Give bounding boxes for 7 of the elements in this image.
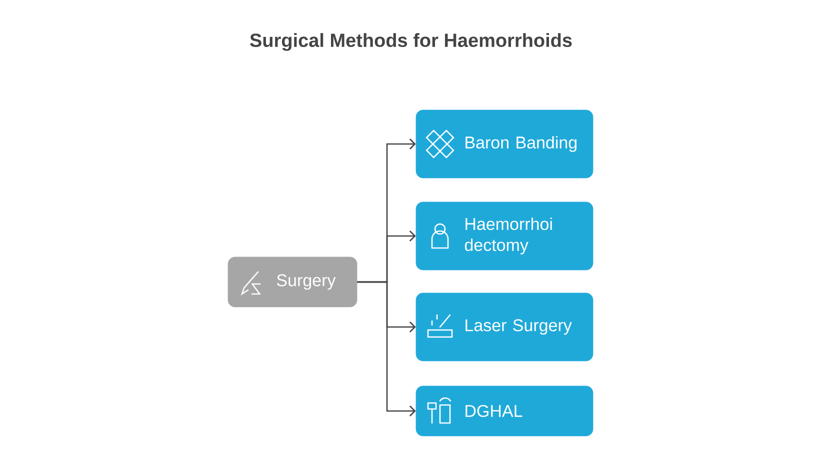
method-box: DGHAL (416, 386, 594, 436)
title: Surgical Methods for Haemorrhoids (250, 33, 572, 51)
method-box: Laser Surgery (416, 292, 594, 362)
method-box: Surgery (228, 256, 358, 308)
method-box: Baron Banding (416, 110, 594, 178)
arrow (357, 281, 416, 416)
method-box: Haemorrhoi dectomy (416, 202, 594, 270)
